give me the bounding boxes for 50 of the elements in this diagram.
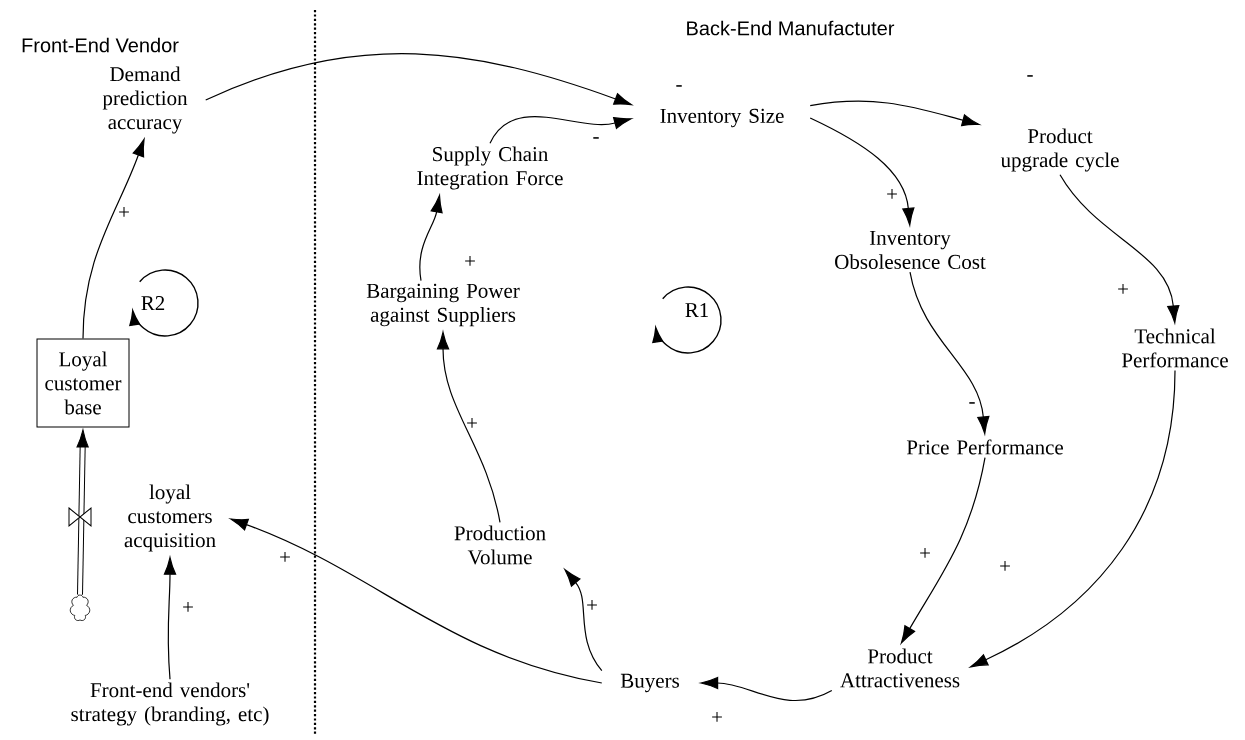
polarity-sign: + [587, 600, 597, 610]
variable-label: Product upgrade cycle [1000, 128, 1119, 172]
arrow [436, 331, 501, 523]
polarity-sign: + [1118, 284, 1128, 294]
arrow [970, 370, 1176, 668]
polarity-sign: - [676, 85, 682, 87]
variable-label: Demand prediction accuracy [102, 66, 188, 134]
cloud-icon [69, 594, 91, 621]
variable-label: Technical Performance [1122, 328, 1228, 368]
loop-label: R2 [141, 296, 165, 310]
polarity-sign: + [887, 189, 897, 199]
polarity-sign: + [1000, 561, 1010, 571]
section-heading: Back-End Manufactuter [687, 20, 895, 36]
arrow [809, 117, 915, 226]
arrow [205, 53, 632, 106]
polarity-sign: + [183, 602, 193, 612]
variable-label: Inventory Obsolesence Cost [835, 231, 986, 269]
arrow [900, 457, 986, 644]
variable-label: Front-end vendors' strategy (branding, etc) [71, 682, 269, 726]
loop-label: R1 [685, 303, 708, 317]
arrow [1059, 174, 1180, 324]
arrow [230, 518, 603, 684]
polarity-sign: + [465, 256, 475, 266]
polarity-sign: + [119, 207, 129, 217]
variable-label: Inventory Size [660, 108, 784, 128]
variable-label: Product Attractiveness [840, 648, 960, 688]
variable-label: loyal customers acquisition [124, 484, 216, 552]
variable-label: Production Volume [454, 525, 546, 565]
arrow [163, 556, 177, 680]
polarity-sign: - [1027, 75, 1033, 77]
arrow [700, 676, 833, 702]
section-heading: Front-End Vendor [22, 37, 179, 53]
variable-label: Supply Chain Integration Force [417, 146, 563, 190]
polarity-sign: - [969, 402, 975, 404]
polarity-sign: + [280, 552, 290, 562]
arrow [909, 271, 990, 435]
polarity-sign: + [712, 712, 722, 722]
variable-label: Buyers [620, 673, 679, 693]
variable-label: Price Performance [906, 439, 1063, 455]
stock-box: Loyal customer base [36, 338, 130, 428]
polarity-sign: + [920, 548, 930, 558]
arrow [809, 100, 980, 127]
polarity-sign: + [467, 418, 477, 428]
arrow [564, 569, 603, 672]
flow-pipe [76, 429, 89, 595]
arrow [419, 194, 443, 282]
polarity-sign: - [593, 137, 599, 139]
arrow [82, 138, 145, 340]
variable-label: Bargaining Power against Suppliers [366, 283, 520, 327]
arrow [489, 116, 632, 144]
